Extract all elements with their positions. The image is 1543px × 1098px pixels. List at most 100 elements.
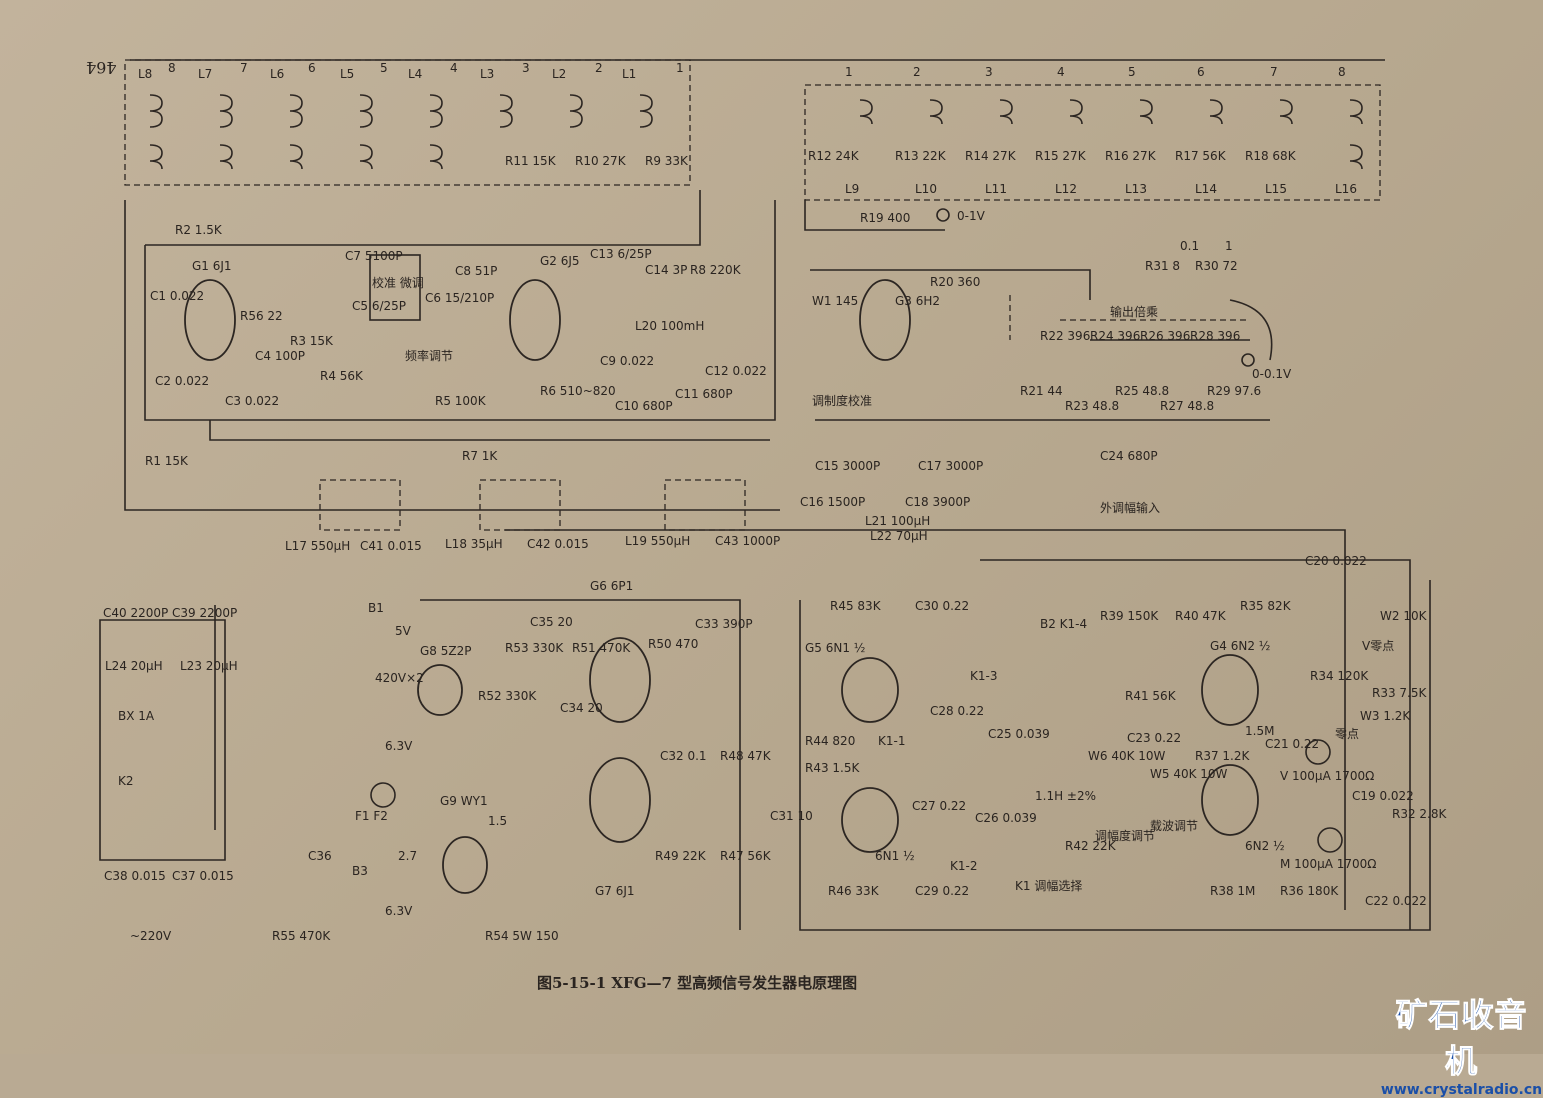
component-label: R33 7.5K [1372,686,1428,700]
component-label: C1 0.022 [150,289,204,303]
component-label: R48 47K [720,749,772,763]
component-label: 零点 [1335,727,1359,741]
component-label: C13 6/25P [590,247,652,261]
tuning-capacitor [369,254,421,321]
component-label: 校准 微调 [372,275,424,290]
component-label: R36 180K [1280,884,1339,898]
component-label: C34 20 [560,701,603,715]
band-num: 8 [168,61,176,75]
label-r14: R14 27K [965,149,1017,163]
component-label: C40 2200P [103,606,168,620]
component-label: C11 680P [675,387,733,401]
component-label: M 100μA 1700Ω [1280,857,1376,871]
component-label: R4 56K [320,369,364,383]
component-label: L24 20μH [105,659,163,673]
component-label: C17 3000P [918,459,983,473]
component-label: 0-0.1V [1252,367,1292,381]
component-label: C21 0.22 [1265,737,1319,751]
component-label: C42 0.015 [527,537,589,551]
band-num: 2 [913,65,921,79]
component-label: R29 97.6 [1207,384,1261,398]
label-r11: R11 15K [505,154,557,168]
component-label: K1 调幅选择 [1015,878,1082,893]
component-label: ~220V [130,929,172,943]
tube-g4b [1201,764,1259,836]
tube-g4a [1201,654,1259,726]
band-num: 3 [522,61,530,75]
component-label: C38 0.015 [104,869,166,883]
component-label: C35 20 [530,615,573,629]
label-l16: L16 [1335,182,1357,196]
component-label: K1-2 [950,859,977,873]
component-label: G9 WY1 [440,794,488,808]
component-label: C15 3000P [815,459,880,473]
component-label: R19 400 [860,211,910,225]
component-label: C3 0.022 [225,394,279,408]
component-label: C41 0.015 [360,539,422,553]
component-label: R42 22K [1065,839,1117,853]
component-label: R5 100K [435,394,487,408]
component-label: G2 6J5 [540,254,580,268]
component-label: F1 F2 [355,809,388,823]
label-l4: L4 [408,67,422,81]
component-label: L20 100mH [635,319,704,333]
component-label: W3 1.2K [1360,709,1411,723]
band-num: 8 [1338,65,1346,79]
lamp-icon [370,782,396,808]
band-num: 5 [1128,65,1136,79]
component-label: 1.5M [1245,724,1274,738]
component-label: G4 6N2 ½ [1210,639,1270,653]
label-l6: L6 [270,67,284,81]
component-label: 1.5 [488,814,507,828]
component-label: K2 [118,774,134,788]
label-l14: L14 [1195,182,1217,196]
component-label: R55 470K [272,929,331,943]
component-label: L21 100μH [865,514,930,528]
component-label: C14 3P [645,263,687,277]
component-label: C4 100P [255,349,305,363]
label-r17: R17 56K [1175,149,1227,163]
label-l12: L12 [1055,182,1077,196]
tube-g1 [184,279,236,361]
component-label: R40 47K [1175,609,1227,623]
component-label: R53 330K [505,641,564,655]
component-label: L18 35μH [445,537,503,551]
component-label: R46 33K [828,884,880,898]
component-label: G5 6N1 ½ [805,641,865,655]
component-label: 1.1H ±2% [1035,789,1096,803]
component-label: C23 0.22 [1127,731,1181,745]
component-label: 0-1V [957,209,986,223]
component-label: R23 48.8 [1065,399,1119,413]
component-label: G1 6J1 [192,259,232,273]
coil-columns [149,94,1363,170]
component-label: C25 0.039 [988,727,1050,741]
component-label: W5 40K 10W [1150,767,1228,781]
component-labels: G1 6J1 R2 1.5K C1 0.022 C2 0.022 C3 0.02… [103,209,1448,943]
component-label: W1 145 [812,294,858,308]
component-label: C43 1000P [715,534,780,548]
component-label: C28 0.22 [930,704,984,718]
band-num: 6 [1197,65,1205,79]
component-label: R7 1K [462,449,498,463]
component-label: 调幅度调节 [1095,828,1155,843]
label-r13: R13 22K [895,149,947,163]
component-label: R56 22 [240,309,283,323]
tube-g6 [589,637,651,723]
tube-g2 [509,279,561,361]
label-l2: L2 [552,67,566,81]
component-label: R34 120K [1310,669,1369,683]
component-label: K1-3 [970,669,997,683]
tube-g8 [417,664,463,716]
label-l11: L11 [985,182,1007,196]
component-label: 频率调节 [405,348,453,363]
watermark-logo: 矿石收音机 www.crystalradio.cn [1380,990,1543,1098]
component-label: W6 40K 10W [1088,749,1166,763]
shield-boxes [319,295,1250,531]
component-label: 6N1 ½ [875,849,915,863]
component-label: 0.1 [1180,239,1199,253]
component-label: R25 48.8 [1115,384,1169,398]
component-label: B1 [368,601,384,615]
component-label: C24 680P [1100,449,1158,463]
component-label: C39 2200P [172,606,237,620]
